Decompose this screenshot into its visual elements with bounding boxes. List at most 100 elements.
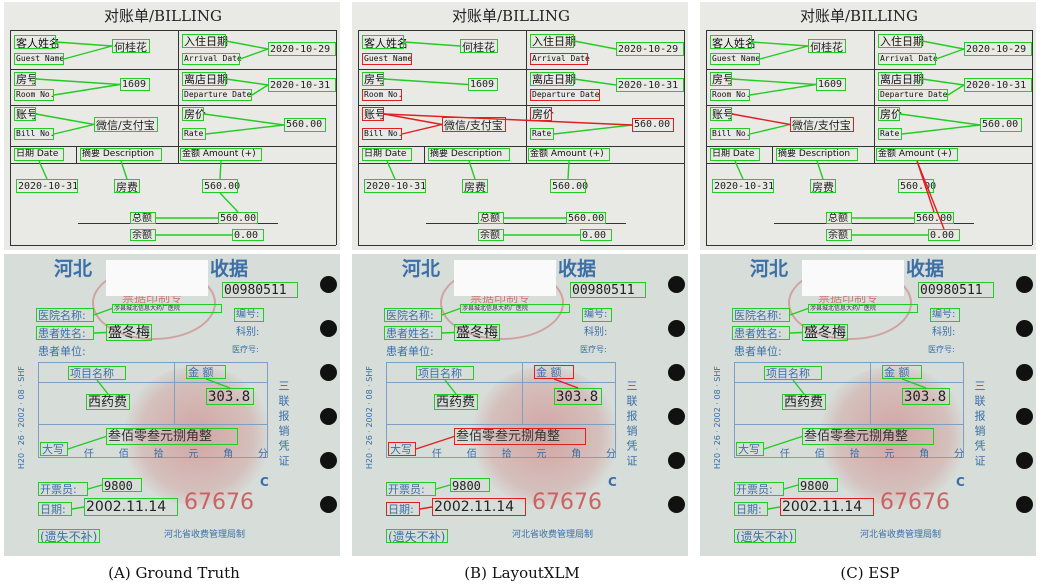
guest-name-en: Guest Name	[364, 54, 413, 63]
annotation-box	[180, 148, 262, 161]
unit-label: 仟	[780, 449, 790, 460]
annotation-box	[384, 308, 442, 322]
annotation-box	[550, 179, 586, 193]
annotation-box	[530, 107, 552, 121]
annotation-box	[14, 53, 64, 65]
relation-link	[93, 331, 107, 334]
unit-label: 元	[188, 449, 199, 460]
issuer-value: 9800	[104, 479, 133, 493]
room-no-value: 1609	[818, 79, 843, 90]
amount-header-receipt: 金 额	[536, 366, 562, 379]
issuer-label: 开票员:	[736, 483, 773, 496]
annotation-box	[454, 324, 500, 341]
annotation-box	[450, 478, 490, 492]
relation-link	[749, 83, 817, 96]
annotation-box	[810, 179, 836, 193]
row-description: 房费	[464, 181, 486, 194]
annotation-box	[362, 53, 412, 65]
annotation-box	[202, 179, 238, 193]
receipt-panel-ground-truth: 票据印制专 河北 收据 00980511 医院名称: 涉县城北信息大药厂医院 编…	[4, 254, 340, 556]
amount-in-words: 叁佰零叁元捌角整	[804, 429, 909, 444]
unit-label: 元	[884, 449, 895, 460]
annotation-box	[808, 304, 918, 313]
annotation-box	[386, 529, 448, 543]
room-no-value: 1609	[470, 79, 495, 90]
rate-value: 560.00	[286, 119, 323, 130]
guest-name-cn: 客人姓名	[364, 37, 408, 50]
bed-label: 医疗号:	[580, 345, 607, 354]
seal-stamp-center	[470, 366, 620, 506]
annotation-box	[776, 148, 858, 161]
description-header: 摘要 Description	[430, 149, 503, 159]
annotation-box	[980, 118, 1022, 132]
relation-link	[441, 331, 455, 334]
annotation-box	[712, 179, 774, 193]
annotation-box	[86, 394, 130, 410]
date-header: 日期 Date	[712, 149, 755, 159]
serial-label: 编号:	[236, 309, 260, 320]
date-label-receipt: 日期:	[388, 503, 414, 516]
caption-ground-truth: (A) Ground Truth	[108, 564, 240, 582]
unit-label: 拾	[849, 449, 860, 460]
annotation-box	[362, 72, 384, 86]
item-value: 西药费	[784, 395, 824, 410]
relation-link	[239, 48, 269, 60]
relation-link	[53, 83, 121, 96]
relation-link	[783, 484, 799, 490]
amount-in-words: 叁佰零叁元捌角整	[108, 429, 213, 444]
row-description: 房费	[116, 181, 138, 194]
unit-label: 佰	[814, 449, 825, 460]
serial-label: 编号:	[584, 309, 608, 320]
balance-label: 余额	[480, 230, 500, 241]
unit-label: 元	[536, 449, 547, 460]
arrival-date-cn: 入住日期	[532, 35, 576, 48]
annotation-box	[964, 42, 1032, 56]
annotation-box	[530, 53, 588, 65]
annotation-box	[580, 229, 612, 241]
punch-hole	[668, 364, 685, 381]
patient-label: 患者姓名:	[734, 327, 782, 340]
departure-date-cn: 离店日期	[184, 73, 228, 86]
annotation-box	[898, 179, 934, 193]
red-serial-number: 67676	[184, 490, 254, 515]
unit-label: 佰	[118, 449, 129, 460]
total-label: 总额	[828, 213, 848, 224]
annotation-box	[534, 365, 574, 379]
relation-link	[71, 506, 85, 510]
annotation-box	[734, 482, 784, 496]
patient-value: 盛冬梅	[108, 325, 150, 341]
rate-value: 560.00	[982, 119, 1019, 130]
seal-stamp-center	[122, 366, 272, 506]
description-header: 摘要 Description	[778, 149, 851, 159]
annotation-box	[38, 482, 88, 496]
annotation-box	[384, 326, 442, 340]
unit-label: 分	[605, 449, 616, 460]
punch-hole	[668, 320, 685, 337]
annotation-box	[914, 212, 954, 224]
relation-link	[731, 78, 817, 86]
unit-label: 角	[223, 449, 234, 460]
unit-label: 拾	[153, 449, 164, 460]
hospital-value: 涉县城北信息大药厂医院	[114, 305, 181, 312]
annotation-box	[182, 53, 240, 65]
annotation-box	[790, 117, 854, 132]
annotation-box	[40, 442, 68, 456]
annotation-box	[710, 53, 760, 65]
side-label: 三联报销凭证	[973, 380, 986, 470]
annotation-box	[130, 212, 156, 224]
bed-label: 医疗号:	[232, 345, 259, 354]
annotation-box	[362, 35, 404, 49]
annotation-box	[386, 502, 420, 516]
annotation-box	[182, 128, 206, 140]
annotation-box	[782, 394, 826, 410]
annotation-box	[732, 308, 790, 322]
item-table	[386, 362, 616, 458]
relation-link	[573, 78, 617, 86]
arrival-date-en: Arrival Date	[880, 54, 938, 63]
relation-link	[383, 113, 443, 126]
relation-link	[901, 124, 981, 135]
annotation-box	[554, 388, 602, 405]
relation-link	[751, 41, 809, 47]
redacted-region	[802, 260, 904, 296]
annotation-box	[84, 498, 178, 516]
